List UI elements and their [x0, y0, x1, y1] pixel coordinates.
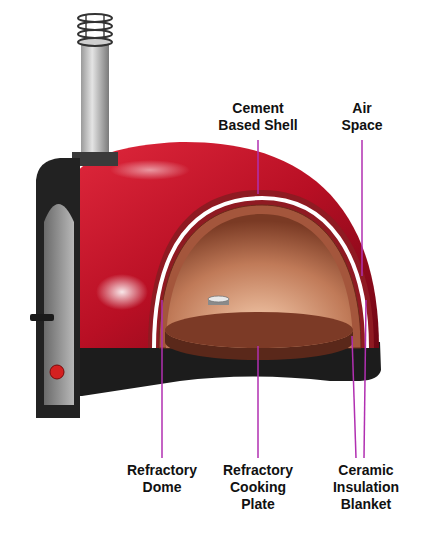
cap-ring [78, 22, 112, 30]
shell-cut-face [148, 190, 374, 348]
chimney [78, 14, 112, 163]
leader-line [364, 300, 366, 458]
chimney-pipe [81, 45, 109, 163]
thermometer-probe-top [208, 296, 229, 302]
leader-line [361, 140, 363, 276]
cooking-plate [165, 312, 353, 348]
cement-shell [72, 142, 379, 348]
insulation-blanket [159, 205, 361, 348]
part-label: Ceramic Insulation Blanket [322, 462, 410, 513]
leader-line [352, 336, 356, 458]
cap-ring [78, 14, 112, 22]
cap-ring [78, 30, 112, 38]
leader-line [161, 300, 163, 458]
part-label: Refractory Cooking Plate [214, 462, 302, 513]
leader-lines [162, 140, 366, 458]
door-handle [30, 314, 54, 321]
leader-line [257, 346, 259, 458]
part-label: Refractory Dome [118, 462, 206, 496]
shell-highlight [110, 160, 190, 180]
oven-opening [44, 204, 74, 405]
control-knob [50, 365, 64, 379]
air-space [154, 198, 367, 348]
leader-line [257, 140, 259, 194]
front-frame [36, 158, 80, 418]
part-label: Cement Based Shell [212, 100, 304, 134]
part-label: Air Space [334, 100, 390, 134]
shell-highlight [96, 274, 148, 310]
refractory-dome [166, 214, 353, 348]
cap-ring [78, 38, 112, 46]
